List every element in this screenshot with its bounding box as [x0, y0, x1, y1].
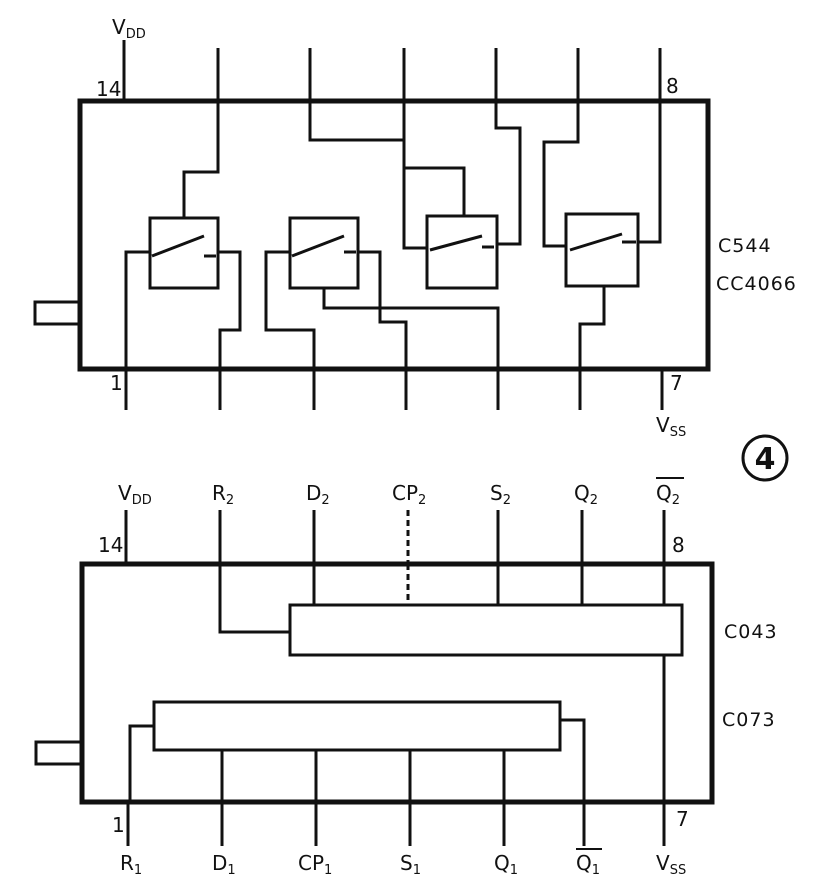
chip-cc4066-top-pins	[122, 40, 662, 101]
flip-flop-1-qbar-wire	[560, 718, 586, 802]
flip-flop-2-block	[288, 603, 684, 657]
flip-flop-2	[218, 564, 684, 657]
chip-name-line-1: C043	[724, 621, 778, 643]
chip-cc4066: VDD 14 8 1 7 VSS C544 CC4066	[33, 15, 797, 440]
pin-cp2-label: CP2	[392, 481, 426, 508]
switch-4-box	[564, 212, 640, 288]
flip-flop-1-r-wire	[128, 724, 154, 802]
pin-d2-label: D2	[306, 481, 330, 508]
figure-number: 4	[755, 442, 776, 477]
analog-switch-1	[124, 101, 242, 369]
switch-1-control-wire	[182, 101, 220, 218]
switch-4-blade	[569, 232, 623, 252]
switch-3-out-wire	[494, 101, 522, 246]
switch-1-in-wire	[124, 250, 150, 369]
vdd-label: VDD	[112, 15, 146, 42]
chip-cc4066-notch	[33, 300, 82, 326]
pin-r1-label: R1	[120, 851, 142, 878]
pin-q1-bar-label: Q1	[576, 851, 600, 878]
switch-3-control-wire	[402, 101, 466, 216]
analog-switch-3	[308, 101, 522, 290]
analog-switch-2	[264, 216, 500, 369]
figure-number-circle	[741, 434, 789, 482]
pin-8-label: 8	[666, 74, 679, 98]
pin-d1-label: D1	[212, 851, 236, 878]
flip-flop-1-block	[152, 700, 562, 752]
pin-r2-label: R2	[212, 481, 234, 508]
switch-2-control-wire	[322, 288, 500, 369]
chip-name-line-2: CC4066	[716, 273, 797, 295]
pin-q2-label: Q2	[574, 481, 598, 508]
pin-14-label: 14	[96, 77, 121, 101]
chip-name-line-2: C073	[722, 709, 776, 731]
switch-2-in-wire	[264, 250, 316, 369]
switch-4-control-wire	[578, 286, 606, 369]
switch-3-blade	[429, 234, 483, 252]
switch-4-in-wire	[542, 101, 580, 248]
vss-label: VSS	[656, 413, 686, 440]
pin-q1-label: Q1	[494, 851, 518, 878]
figure-number-badge: 4	[741, 434, 789, 482]
switch-3-box	[425, 214, 499, 290]
flip-flop-1	[128, 700, 586, 802]
pin-7-label: 7	[676, 807, 689, 831]
vdd-label: VDD	[118, 481, 152, 508]
analog-switch-4	[542, 101, 662, 369]
chip-cc4066-body	[77, 98, 711, 372]
switch-1-blade	[151, 234, 205, 258]
pin-14-label: 14	[98, 533, 123, 557]
switch-3-in-wire	[308, 101, 427, 250]
pin-s1-label: S1	[400, 851, 421, 878]
switch-2-blade	[291, 234, 345, 258]
pin-1-label: 1	[112, 813, 125, 837]
chip-flip-flop-notch	[34, 740, 84, 766]
switch-4-out-wire	[638, 101, 662, 244]
pin-8-label: 8	[672, 533, 685, 557]
pin-cp1-label: CP1	[298, 851, 332, 878]
switch-1-out-wire	[218, 250, 242, 369]
chip-name-line-1: C544	[718, 235, 772, 257]
switch-2-out-wire	[358, 250, 408, 369]
vss-label: VSS	[656, 851, 686, 878]
pin-q2-bar-label: Q2	[656, 481, 680, 508]
chip-flip-flop: VDD R2 D2 CP2 S2 Q2 Q2 14 8 1 7 R1 D1 CP…	[34, 477, 778, 878]
pin-1-label: 1	[110, 371, 123, 395]
chip-flip-flop-body	[79, 561, 715, 805]
pin-7-label: 7	[670, 371, 683, 395]
flip-flop-2-r-wire	[218, 564, 290, 634]
pin-s2-label: S2	[490, 481, 511, 508]
chip-cc4066-bottom-pins	[124, 369, 664, 410]
